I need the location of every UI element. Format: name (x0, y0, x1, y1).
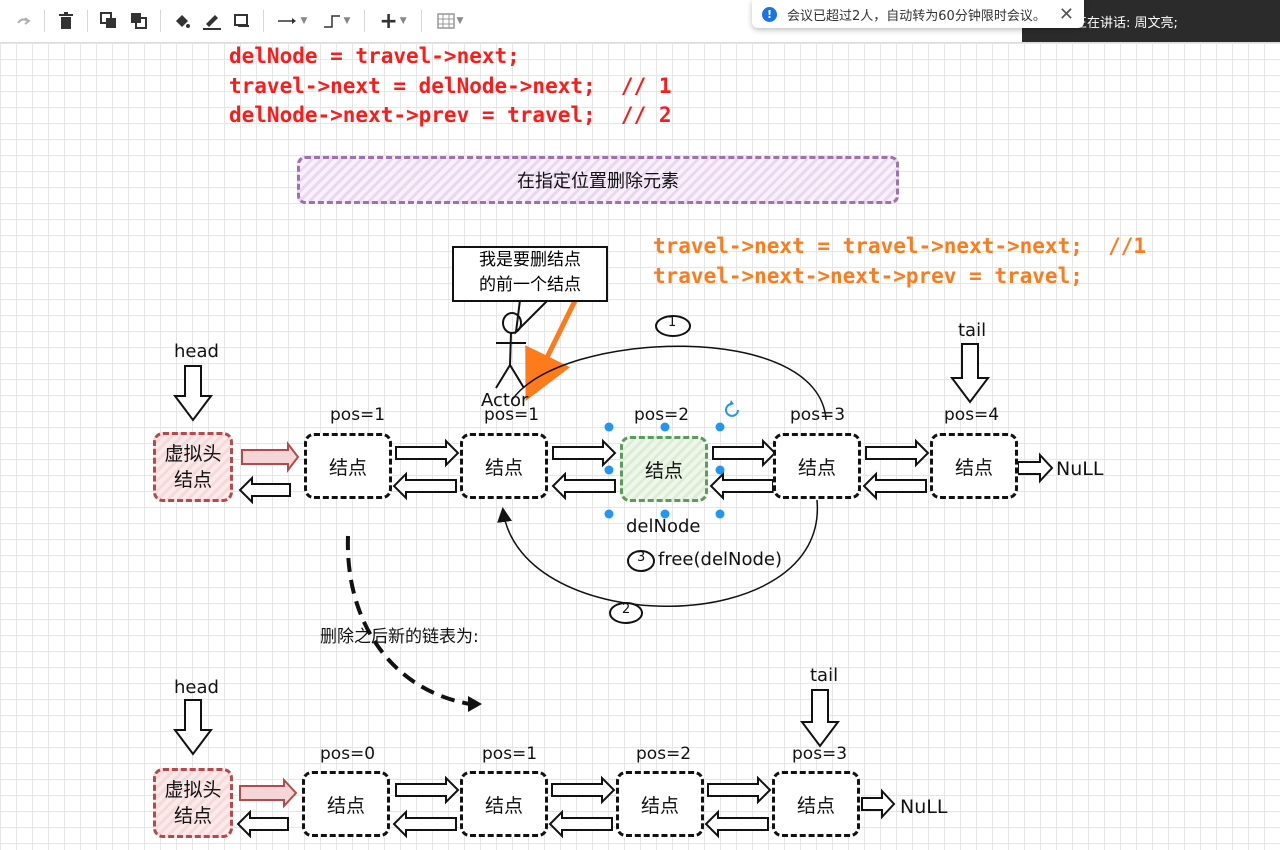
to-front-icon[interactable] (94, 6, 124, 36)
tail-label: tail (810, 665, 839, 686)
table-icon[interactable]: ▼ (428, 6, 472, 36)
list-node[interactable]: 结点 (616, 771, 704, 837)
orange-code-line-1: travel->next = travel->next->next; //1 (653, 234, 1147, 258)
orange-code-line-2: travel->next->next->prev = travel; (653, 264, 1083, 288)
section-title: 在指定位置删除元素 (517, 171, 679, 192)
pos-label: pos=2 (634, 405, 690, 425)
list-node[interactable]: 结点 (302, 771, 390, 837)
to-back-icon[interactable] (124, 6, 154, 36)
toolbar-divider (364, 10, 365, 32)
pos-label: pos=1 (484, 405, 540, 425)
toolbar-divider (421, 10, 422, 32)
node-label: 结点 (954, 456, 993, 479)
step-2-label: 2 (622, 602, 631, 617)
info-icon: ! (762, 6, 777, 22)
notification-text: 会议已超过2人，自动转为60分钟限时会议。 (787, 8, 1046, 24)
bubble-line-1: 我是要删结点 (479, 250, 581, 270)
head-label: head (174, 341, 219, 362)
node-label: 结点 (796, 794, 835, 817)
dummy-line-2: 结点 (173, 469, 212, 491)
line-color-icon[interactable] (197, 6, 227, 36)
head-label: head (174, 677, 219, 698)
connection-icon[interactable]: ▼ (270, 6, 314, 36)
node-label: 结点 (484, 794, 523, 817)
pos-label: pos=3 (790, 405, 846, 425)
pos-label: pos=3 (792, 744, 848, 764)
tail-label: tail (958, 320, 987, 341)
dummy-line-2: 结点 (173, 805, 212, 827)
redo-icon[interactable] (8, 6, 38, 36)
null-label: NuLL (1056, 458, 1104, 480)
fill-color-icon[interactable] (167, 6, 197, 36)
node-label: 结点 (326, 794, 365, 817)
section-title-box[interactable]: 在指定位置删除元素 (297, 156, 899, 204)
toolbar-divider (44, 10, 45, 32)
pos-label: pos=1 (482, 744, 538, 764)
node-label: 结点 (644, 459, 683, 482)
node-label: 结点 (484, 456, 523, 479)
after-delete-caption: 删除之后新的链表为: (320, 627, 479, 647)
shadow-icon[interactable] (227, 6, 257, 36)
step-1-label: 1 (668, 315, 677, 330)
actor-label: Actor (481, 390, 529, 411)
free-label: free(delNode) (658, 549, 783, 570)
bubble-line-2: 的前一个结点 (479, 275, 581, 295)
dummy-line-1: 虚拟头 (164, 443, 222, 465)
dummy-head-node[interactable]: 虚拟头 结点 (153, 768, 233, 838)
step-3-label: 3 (637, 550, 646, 565)
selected-delnode[interactable]: 结点 (620, 436, 708, 502)
list-node[interactable]: 结点 (930, 433, 1018, 499)
code-line-1: delNode = travel->next; (229, 44, 520, 68)
dummy-line-1: 虚拟头 (164, 779, 222, 801)
toolbar-divider (160, 10, 161, 32)
list-node[interactable]: 结点 (460, 771, 548, 837)
close-icon[interactable]: ✕ (1058, 3, 1074, 25)
list-node[interactable]: 结点 (460, 433, 548, 499)
delnode-label: delNode (626, 516, 701, 537)
list-node[interactable]: 结点 (772, 771, 860, 837)
list-node[interactable]: 结点 (773, 433, 861, 499)
delete-icon[interactable] (51, 6, 81, 36)
toolbar-divider (87, 10, 88, 32)
list-node[interactable]: 结点 (304, 433, 392, 499)
pos-label: pos=1 (330, 405, 386, 425)
insert-icon[interactable]: +▼ (379, 8, 407, 34)
node-label: 结点 (797, 456, 836, 479)
speaker-text: 正在讲话: 周文亮; (1074, 15, 1178, 31)
toolbar-divider (263, 10, 264, 32)
pos-label: pos=0 (320, 744, 376, 764)
node-label: 结点 (328, 456, 367, 479)
pos-label: pos=4 (944, 405, 1000, 425)
null-label: NuLL (900, 796, 948, 818)
waypoints-icon[interactable]: ▼ (314, 6, 358, 36)
meeting-notification: ! 会议已超过2人，自动转为60分钟限时会议。 ✕ (752, 0, 1084, 28)
code-line-3: delNode->next->prev = travel; // 2 (229, 103, 672, 127)
code-line-2: travel->next = delNode->next; // 1 (229, 74, 672, 98)
node-label: 结点 (640, 794, 679, 817)
pos-label: pos=2 (636, 744, 692, 764)
actor-figure (495, 312, 526, 389)
dummy-head-node[interactable]: 虚拟头 结点 (153, 432, 233, 502)
speech-bubble[interactable]: 我是要删结点 的前一个结点 (452, 246, 608, 302)
